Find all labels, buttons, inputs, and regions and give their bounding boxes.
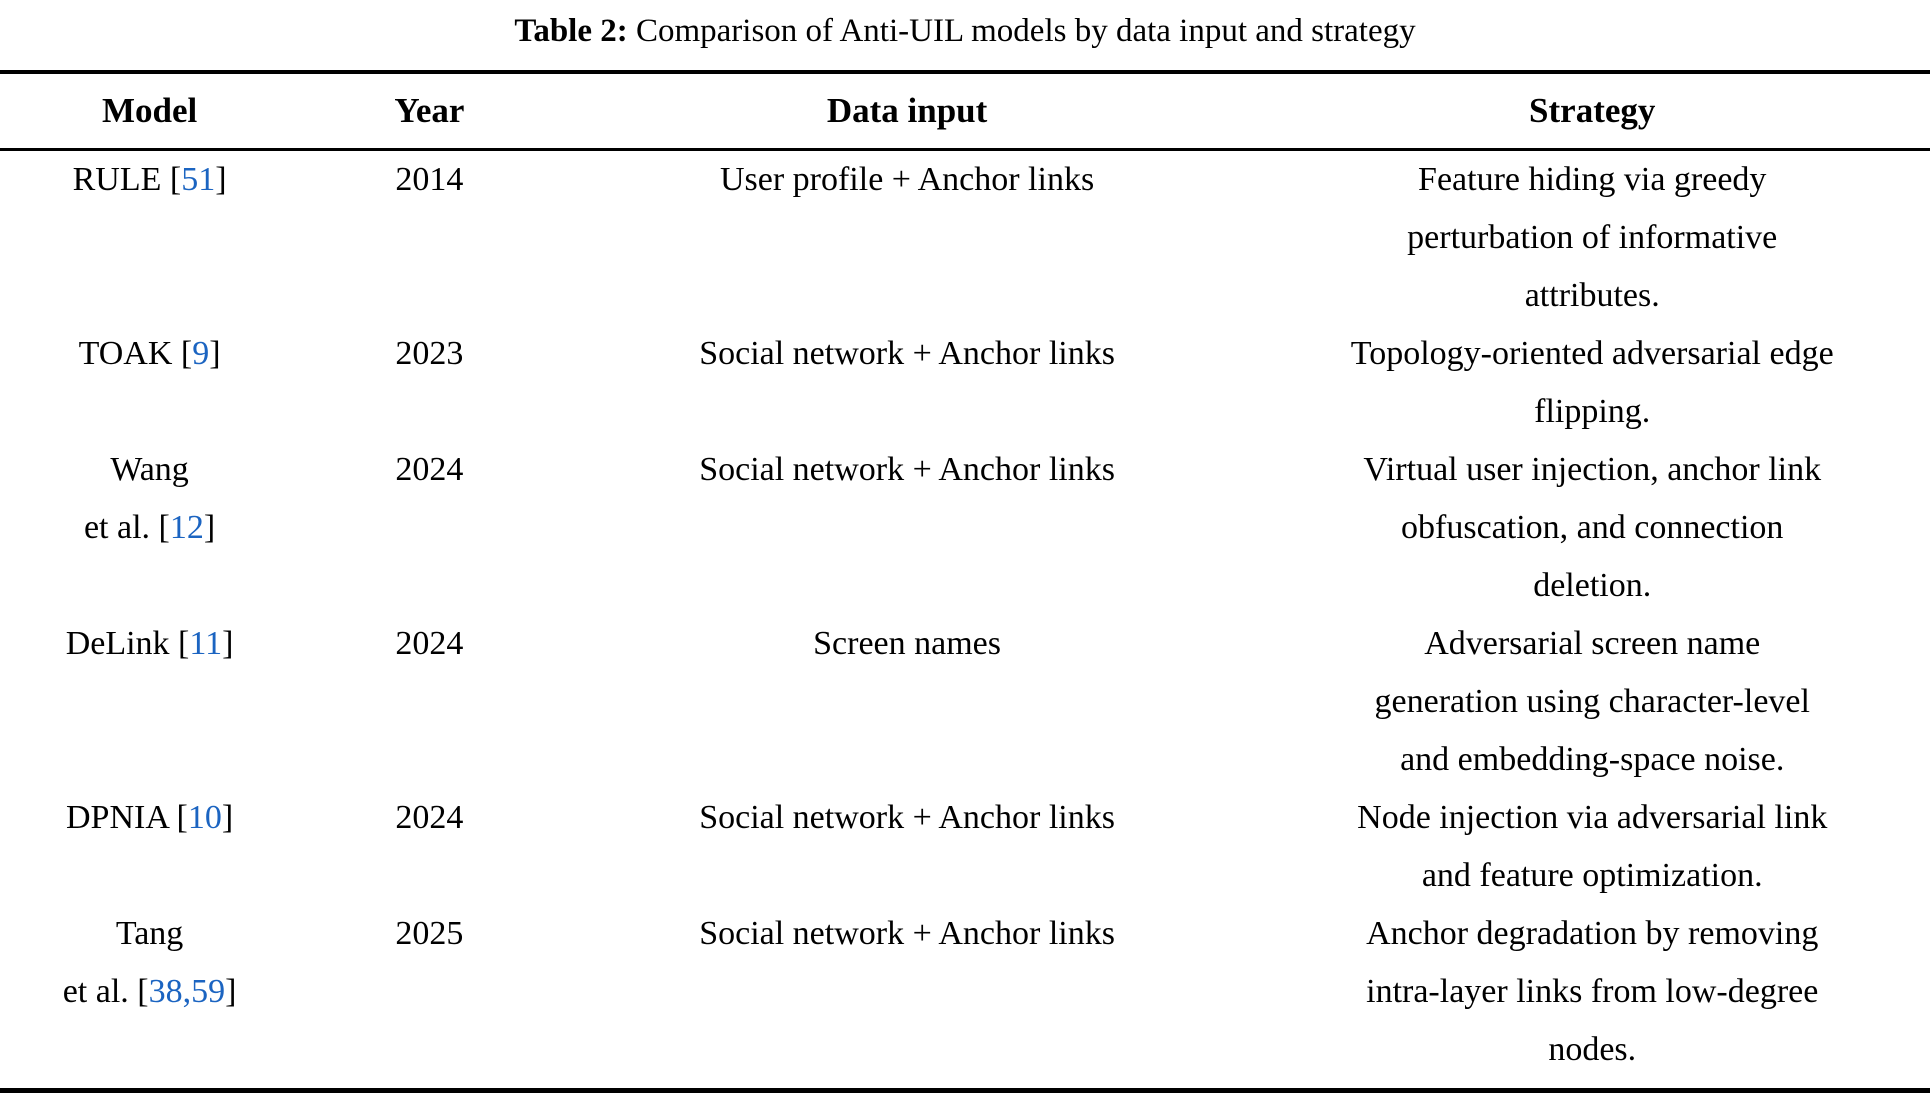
model-cell: DeLink [11] [0,615,299,789]
data-input-value: Social network + Anchor links [699,451,1115,488]
citation-link[interactable]: 10 [187,799,222,836]
year-value: 2024 [395,799,464,836]
model-name: et al. [ [62,973,149,1010]
data-input-cell: User profile + Anchor links [560,151,1255,325]
data-input-value: Social network + Anchor links [699,799,1115,836]
strategy-text: perturbation of informative [1407,219,1778,256]
table-row: DPNIA [10] 2024 Social network + Anchor … [0,789,1930,905]
strategy-cell: Anchor degradation by removing intra-lay… [1254,905,1930,1079]
data-input-cell: Screen names [560,615,1255,789]
model-name: TOAK [ [78,335,193,372]
table-caption-text: Comparison of Anti-UIL models by data in… [627,13,1416,49]
strategy-text: generation using character-level [1374,683,1810,720]
strategy-cell: Feature hiding via greedy perturbation o… [1254,151,1930,325]
strategy-cell: Adversarial screen name generation using… [1254,615,1930,789]
year-cell: 2024 [299,441,560,615]
strategy-text: flipping. [1534,393,1651,430]
data-input-value: User profile + Anchor links [719,161,1095,198]
citation-bracket: ] [221,799,234,836]
table-row: DeLink [11] 2024 Screen names Adversaria… [0,615,1930,789]
year-cell: 2025 [299,905,560,1079]
data-input-value: Social network + Anchor links [699,915,1115,952]
table-row: Tang et al. [38,59] 2025 Social network … [0,905,1930,1079]
citation-bracket: ] [209,335,221,372]
data-input-value: Screen names [813,625,1002,662]
year-value: 2014 [395,161,464,198]
col-header-model: Model [101,91,198,130]
strategy-text: obfuscation, and connection [1401,509,1784,546]
table-header-row: Model Year Data input Strategy [0,74,1930,148]
table-caption-label: Table 2: [514,13,628,49]
table-caption: Table 2: Comparison of Anti-UIL models b… [0,0,1930,54]
model-name: DeLink [ [65,625,190,662]
citation-link[interactable]: 12 [169,509,204,546]
year-value: 2023 [395,335,464,372]
col-header-strategy: Strategy [1529,91,1656,130]
col-header-year: Year [394,91,465,130]
model-name: Tang [115,915,184,952]
data-input-value: Social network + Anchor links [699,335,1115,372]
strategy-text: nodes. [1548,1031,1637,1068]
year-cell: 2023 [299,325,560,441]
strategy-text: intra-layer links from low-degree [1366,973,1819,1010]
strategy-text: Virtual user injection, anchor link [1363,451,1822,488]
year-value: 2024 [395,451,464,488]
table-header-rule [0,148,1930,151]
col-header-data-input: Data input [826,91,988,130]
table-bottom-rule [0,1088,1930,1093]
citation-bracket: ] [225,973,237,1010]
strategy-text: deletion. [1533,567,1652,604]
model-cell: DPNIA [10] [0,789,299,905]
model-name: Wang [110,451,189,488]
year-cell: 2024 [299,615,560,789]
year-cell: 2024 [299,789,560,905]
citation-link[interactable]: 51 [181,161,216,198]
model-name: RULE [ [72,161,182,198]
strategy-text: and embedding-space noise. [1400,741,1785,778]
table-row: Wang et al. [12] 2024 Social network + A… [0,441,1930,615]
year-cell: 2014 [299,151,560,325]
year-value: 2025 [395,915,464,952]
model-cell: RULE [51] [0,151,299,325]
citation-bracket: ] [203,509,216,546]
model-cell: TOAK [9] [0,325,299,441]
table-row: TOAK [9] 2023 Social network + Anchor li… [0,325,1930,441]
citation-link[interactable]: 9 [192,335,210,372]
model-name: DPNIA [ [65,799,188,836]
citation-bracket: ] [215,161,227,198]
data-input-cell: Social network + Anchor links [560,905,1255,1079]
data-input-cell: Social network + Anchor links [560,789,1255,905]
citation-link[interactable]: 11 [189,625,223,662]
strategy-cell: Virtual user injection, anchor link obfu… [1254,441,1930,615]
table-top-rule [0,70,1930,74]
year-value: 2024 [395,625,464,662]
strategy-text: Anchor degradation by removing [1366,915,1819,952]
strategy-text: Node injection via adversarial link [1357,799,1828,836]
model-cell: Wang et al. [12] [0,441,299,615]
citation-link[interactable]: 38,59 [148,973,226,1010]
strategy-cell: Topology-oriented adversarial edge flipp… [1254,325,1930,441]
strategy-text: Topology-oriented adversarial edge [1350,335,1834,372]
strategy-cell: Node injection via adversarial link and … [1254,789,1930,905]
citation-bracket: ] [222,625,234,662]
model-name: et al. [ [83,509,170,546]
table-row: RULE [51] 2014 User profile + Anchor lin… [0,151,1930,325]
model-cell: Tang et al. [38,59] [0,905,299,1079]
strategy-text: Adversarial screen name [1424,625,1761,662]
strategy-text: Feature hiding via greedy [1418,161,1767,198]
table-body: RULE [51] 2014 User profile + Anchor lin… [0,151,1930,1088]
data-input-cell: Social network + Anchor links [560,325,1255,441]
strategy-text: attributes. [1524,277,1660,314]
data-input-cell: Social network + Anchor links [560,441,1255,615]
strategy-text: and feature optimization. [1421,857,1763,894]
